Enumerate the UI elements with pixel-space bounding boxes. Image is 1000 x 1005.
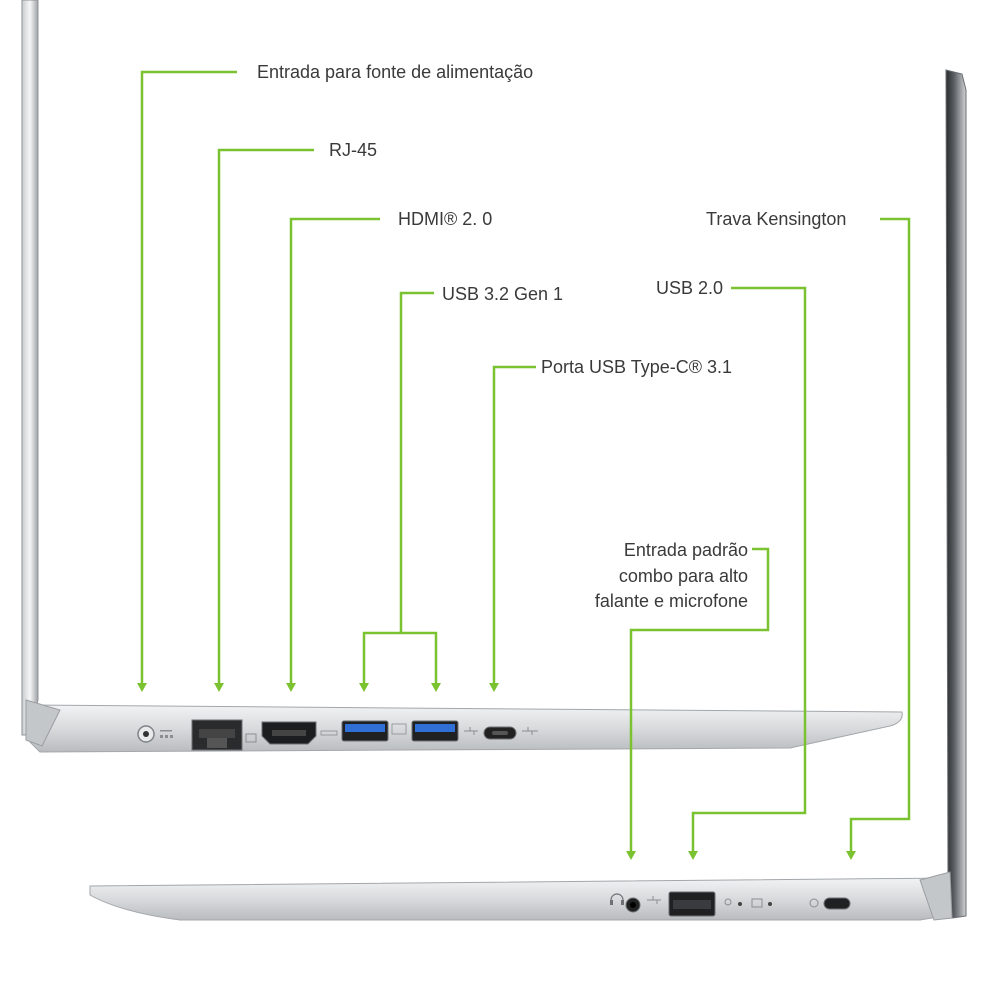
callout-kensington bbox=[849, 217, 911, 853]
label-power-input: Entrada para fonte de alimentação bbox=[257, 62, 534, 82]
usb-a-port-icon bbox=[341, 720, 407, 742]
callout-usbc bbox=[492, 365, 536, 685]
label-audio-line2: combo para alto bbox=[618, 566, 748, 586]
label-audio-line1: Entrada padrão bbox=[623, 540, 748, 560]
callout-usb20 bbox=[691, 286, 807, 853]
label-hdmi: HDMI® 2. 0 bbox=[398, 209, 493, 229]
label-audio-line3: falante e microfone bbox=[594, 591, 748, 611]
audio-jack-icon bbox=[610, 893, 641, 913]
power-jack-icon bbox=[137, 725, 173, 743]
label-usbc: Porta USB Type-C® 3.1 bbox=[541, 357, 733, 377]
label-rj45: RJ-45 bbox=[329, 140, 378, 160]
hinge-right bbox=[919, 871, 953, 921]
chassis-right bbox=[89, 877, 951, 921]
ethernet-port-icon bbox=[191, 719, 257, 751]
hinge-left bbox=[25, 699, 61, 747]
laptop-right-side-view bbox=[89, 69, 967, 921]
callout-hdmi bbox=[289, 217, 380, 685]
usb-a-port-icon bbox=[647, 891, 716, 917]
lid-right bbox=[945, 69, 967, 919]
laptop-left-side-view bbox=[21, 0, 903, 753]
chassis-left bbox=[29, 704, 903, 753]
label-usb32: USB 3.2 Gen 1 bbox=[442, 284, 564, 304]
callout-power bbox=[140, 70, 237, 685]
led-indicator-icon bbox=[724, 898, 772, 908]
hdmi-port-icon bbox=[261, 721, 338, 745]
callout-audio bbox=[629, 547, 770, 853]
callout-usb32 bbox=[399, 291, 434, 633]
usb-a-port-icon bbox=[411, 720, 478, 742]
lid-left bbox=[21, 0, 39, 736]
callout-lines bbox=[137, 70, 911, 860]
usb-c-port-icon bbox=[483, 726, 538, 740]
label-kensington: Trava Kensington bbox=[706, 209, 847, 229]
label-usb20: USB 2.0 bbox=[656, 278, 724, 298]
callout-rj45 bbox=[217, 148, 314, 685]
kensington-lock-icon bbox=[809, 897, 851, 910]
